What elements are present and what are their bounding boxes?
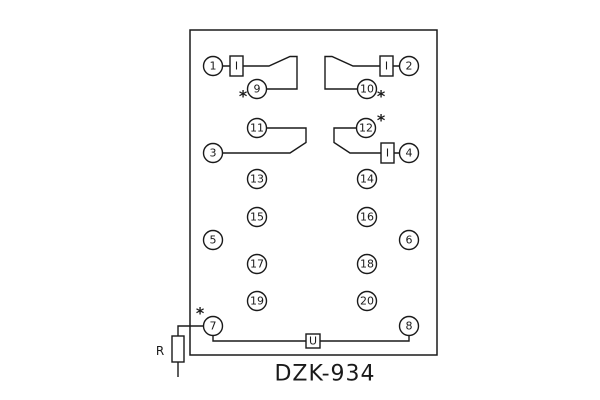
coil-1-label: I [235,60,238,73]
terminal-2: 2 [398,55,420,77]
terminal-6-label: 6 [406,234,413,247]
polarity-mark-12: * [377,111,386,130]
circuit-top-left [222,55,298,90]
coil-symbol-2 [379,55,394,77]
terminal-3: 3 [202,142,224,164]
terminal-19: 19 [246,290,268,312]
terminal-6: 6 [398,229,420,251]
terminal-17-label: 17 [250,258,264,271]
terminal-1-label: 1 [210,60,217,73]
terminal-19-label: 19 [250,295,264,308]
terminal-9: 9 [246,78,268,100]
terminal-7-label: 7 [210,320,217,333]
resistor-label: R [156,344,164,358]
coil-symbol-1 [229,55,244,77]
circuit-middle-right [333,127,400,154]
circuit-middle-left [222,127,307,154]
terminal-7: 7 [202,315,224,337]
terminal-1: 1 [202,55,224,77]
coil-2-label: I [385,60,388,73]
relay-case-outline [189,29,438,356]
polarity-mark-10: * [377,87,386,106]
terminal-8-label: 8 [406,320,413,333]
terminal-14: 14 [356,168,378,190]
resistor-symbol [171,335,185,363]
polarity-mark-7: * [196,304,205,323]
coil-3-label: I [386,147,389,160]
terminal-13: 13 [246,168,268,190]
terminal-12-label: 12 [359,122,373,135]
polarity-mark-9: * [239,87,248,106]
terminal-11: 11 [246,117,268,139]
terminal-18-label: 18 [360,258,374,271]
voltage-element-box [305,333,321,349]
terminal-16-label: 16 [360,211,374,224]
terminal-15-label: 15 [250,211,264,224]
terminal-14-label: 14 [360,173,374,186]
terminal-5-label: 5 [210,234,217,247]
terminal-3-label: 3 [210,147,217,160]
terminal-20: 20 [356,290,378,312]
terminal-11-label: 11 [250,122,264,135]
terminal-8: 8 [398,315,420,337]
terminal-5: 5 [202,229,224,251]
resistor-branch-wire [177,325,204,377]
terminal-10-label: 10 [360,83,374,96]
terminal-12: 12 [355,117,377,139]
circuit-bottom [212,335,410,342]
voltage-element-label: U [309,335,317,348]
circuit-top-right [324,55,400,90]
terminal-10: 10 [356,78,378,100]
coil-symbol-3 [380,142,395,164]
terminal-17: 17 [246,253,268,275]
model-title: DZK-934 [274,362,375,387]
terminal-13-label: 13 [250,173,264,186]
terminal-4: 4 [398,142,420,164]
terminal-16: 16 [356,206,378,228]
terminal-9-label: 9 [254,83,261,96]
terminal-15: 15 [246,206,268,228]
terminal-4-label: 4 [406,147,413,160]
terminal-2-label: 2 [406,60,413,73]
terminal-20-label: 20 [360,295,374,308]
terminal-18: 18 [356,253,378,275]
